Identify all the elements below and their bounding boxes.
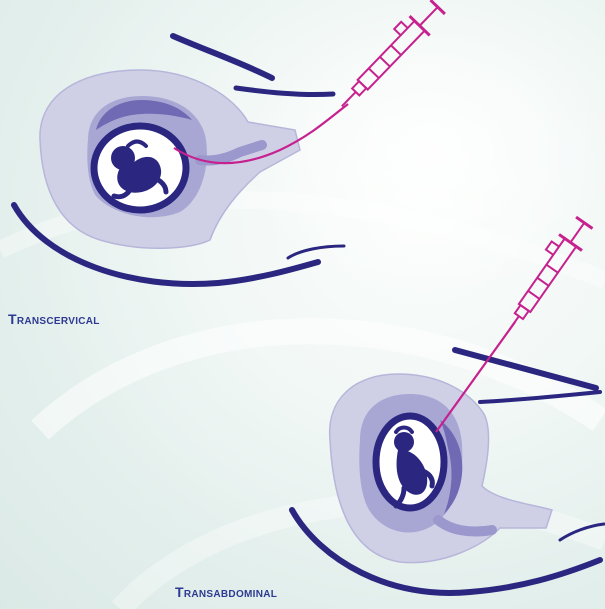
label-transabdominal: Transabdominal (175, 584, 277, 600)
label-transcervical: Transcervical (8, 311, 100, 327)
body-outline-upper (173, 36, 272, 78)
